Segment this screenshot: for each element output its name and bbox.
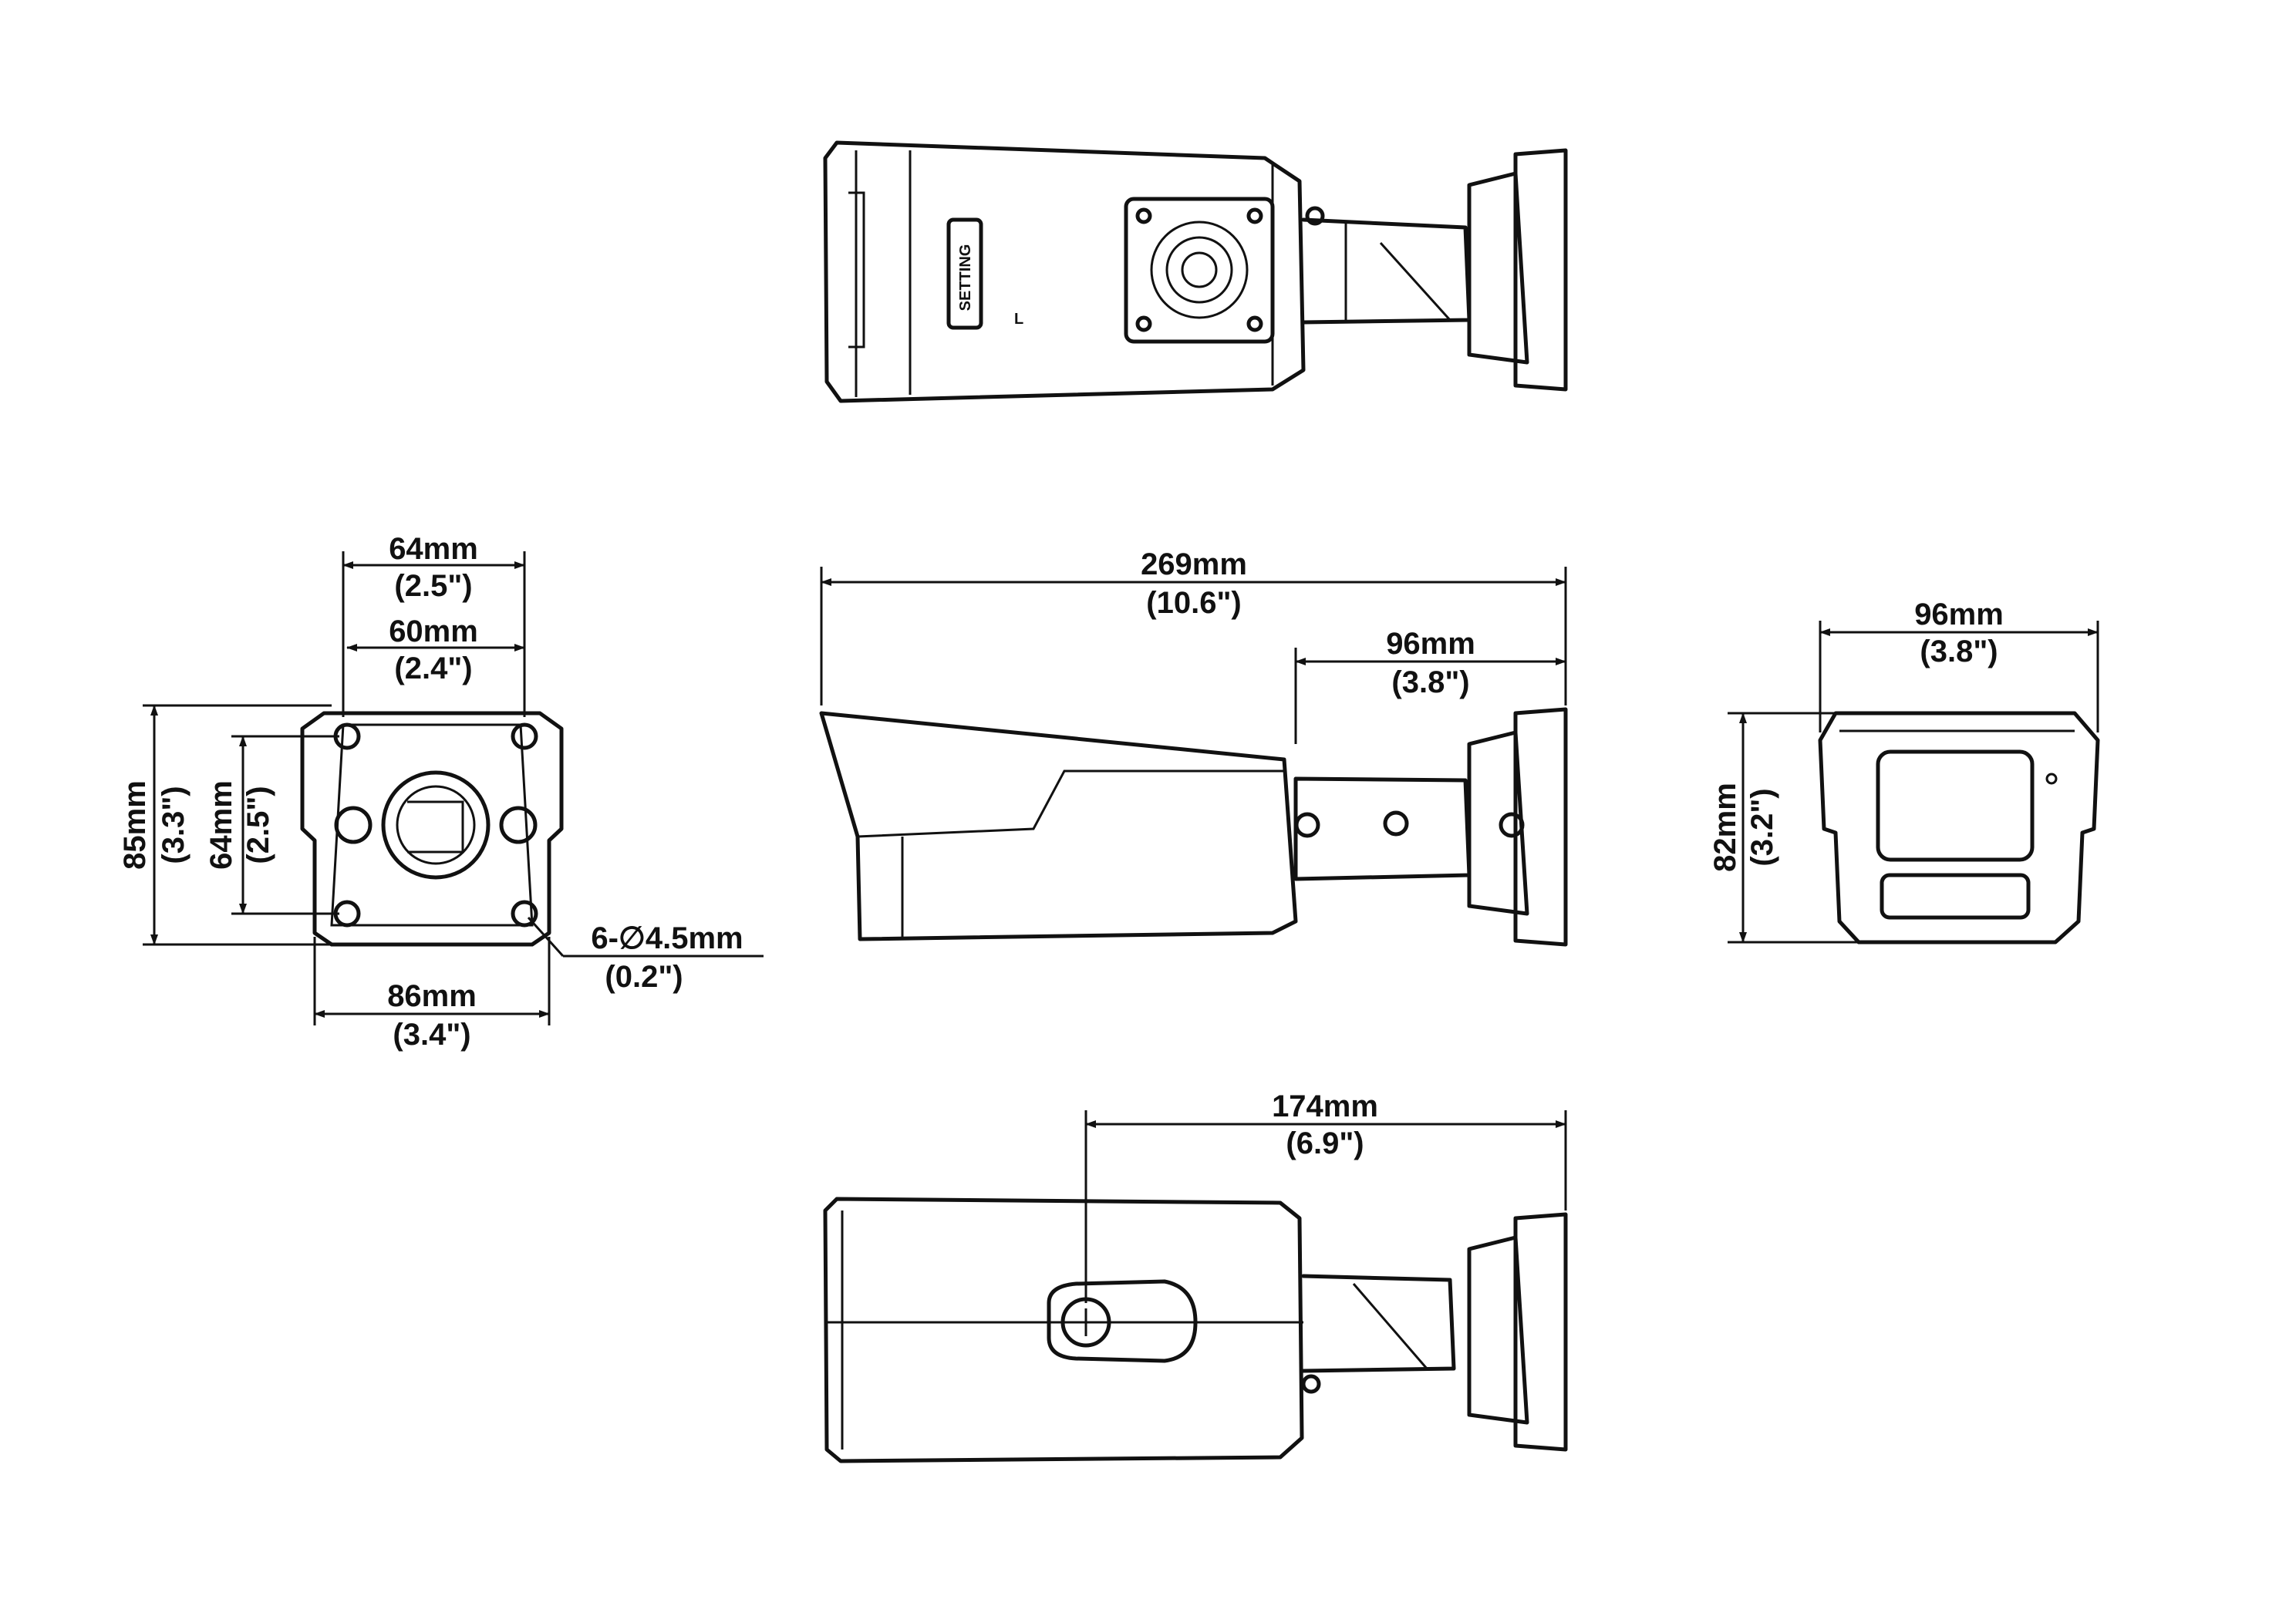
dim-mount-depth: 96mm (3.8") xyxy=(1294,627,1566,744)
bottom-view xyxy=(823,1197,1568,1463)
base-hole-height-inch: (2.5") xyxy=(241,786,275,864)
front-width-inch: (3.8") xyxy=(1920,635,1998,668)
base-hole-height-mm: 64mm xyxy=(204,780,238,870)
dim-bottom-length: 174mm (6.9") xyxy=(1084,1089,1567,1303)
adjustment-slot xyxy=(1047,1279,1198,1363)
total-length-mm: 269mm xyxy=(1141,547,1247,581)
base-hole-width-mm: 60mm xyxy=(389,615,478,648)
side-screw xyxy=(1294,812,1320,838)
front-view xyxy=(1818,711,2100,945)
dim-base-width: 86mm (3.4") xyxy=(313,937,551,1052)
setting-panel xyxy=(946,217,983,330)
mount-depth-inch: (3.8") xyxy=(1391,665,1469,699)
total-length-inch: (10.6") xyxy=(1146,586,1241,620)
top-view: SETTING L xyxy=(823,140,1568,403)
dim-base-hole-width: 60mm (2.4") xyxy=(346,615,525,685)
base-hole-width-inch: (2.4") xyxy=(394,652,472,685)
front-width-mm: 96mm xyxy=(1914,598,2004,631)
base-outer-width-inch: (2.5") xyxy=(394,569,472,603)
bottom-length-inch: (6.9") xyxy=(1286,1126,1364,1160)
base-outer-width-mm: 64mm xyxy=(389,532,478,566)
setting-label: SETTING xyxy=(957,244,974,311)
dim-base-hole-height: 64mm (2.5") xyxy=(204,735,339,915)
base-width-mm: 86mm xyxy=(387,979,477,1013)
dim-total-length: 269mm (10.6") xyxy=(820,547,1567,705)
cable-hole xyxy=(381,770,491,880)
front-height-mm: 82mm xyxy=(1708,783,1742,872)
dim-mount-hole: 6-∅4.5mm (0.2") xyxy=(527,916,764,994)
base-height-mm: 85mm xyxy=(118,780,152,870)
l-mark: L xyxy=(1014,311,1023,328)
base-width-inch: (3.4") xyxy=(393,1018,470,1052)
front-height-inch: (3.2") xyxy=(1745,788,1779,866)
lens-window xyxy=(1876,749,2035,862)
dim-front-height: 82mm (3.2") xyxy=(1708,712,1859,944)
base-height-inch: (3.3") xyxy=(157,786,190,864)
mount-hole-mm: 6-∅4.5mm xyxy=(591,921,743,955)
mount-depth-mm: 96mm xyxy=(1386,627,1475,661)
side-view xyxy=(819,707,1568,947)
dim-base-height: 85mm (3.3") xyxy=(118,704,332,946)
bottom-length-mm: 174mm xyxy=(1272,1089,1378,1123)
base-view xyxy=(300,711,564,947)
ir-window xyxy=(1880,873,2031,920)
dim-front-width: 96mm (3.8") xyxy=(1819,598,2099,732)
speaker-plate xyxy=(1124,197,1275,344)
dim-base-outer-width: 64mm (2.5") xyxy=(342,532,526,717)
mount-hole-inch: (0.2") xyxy=(605,960,683,994)
